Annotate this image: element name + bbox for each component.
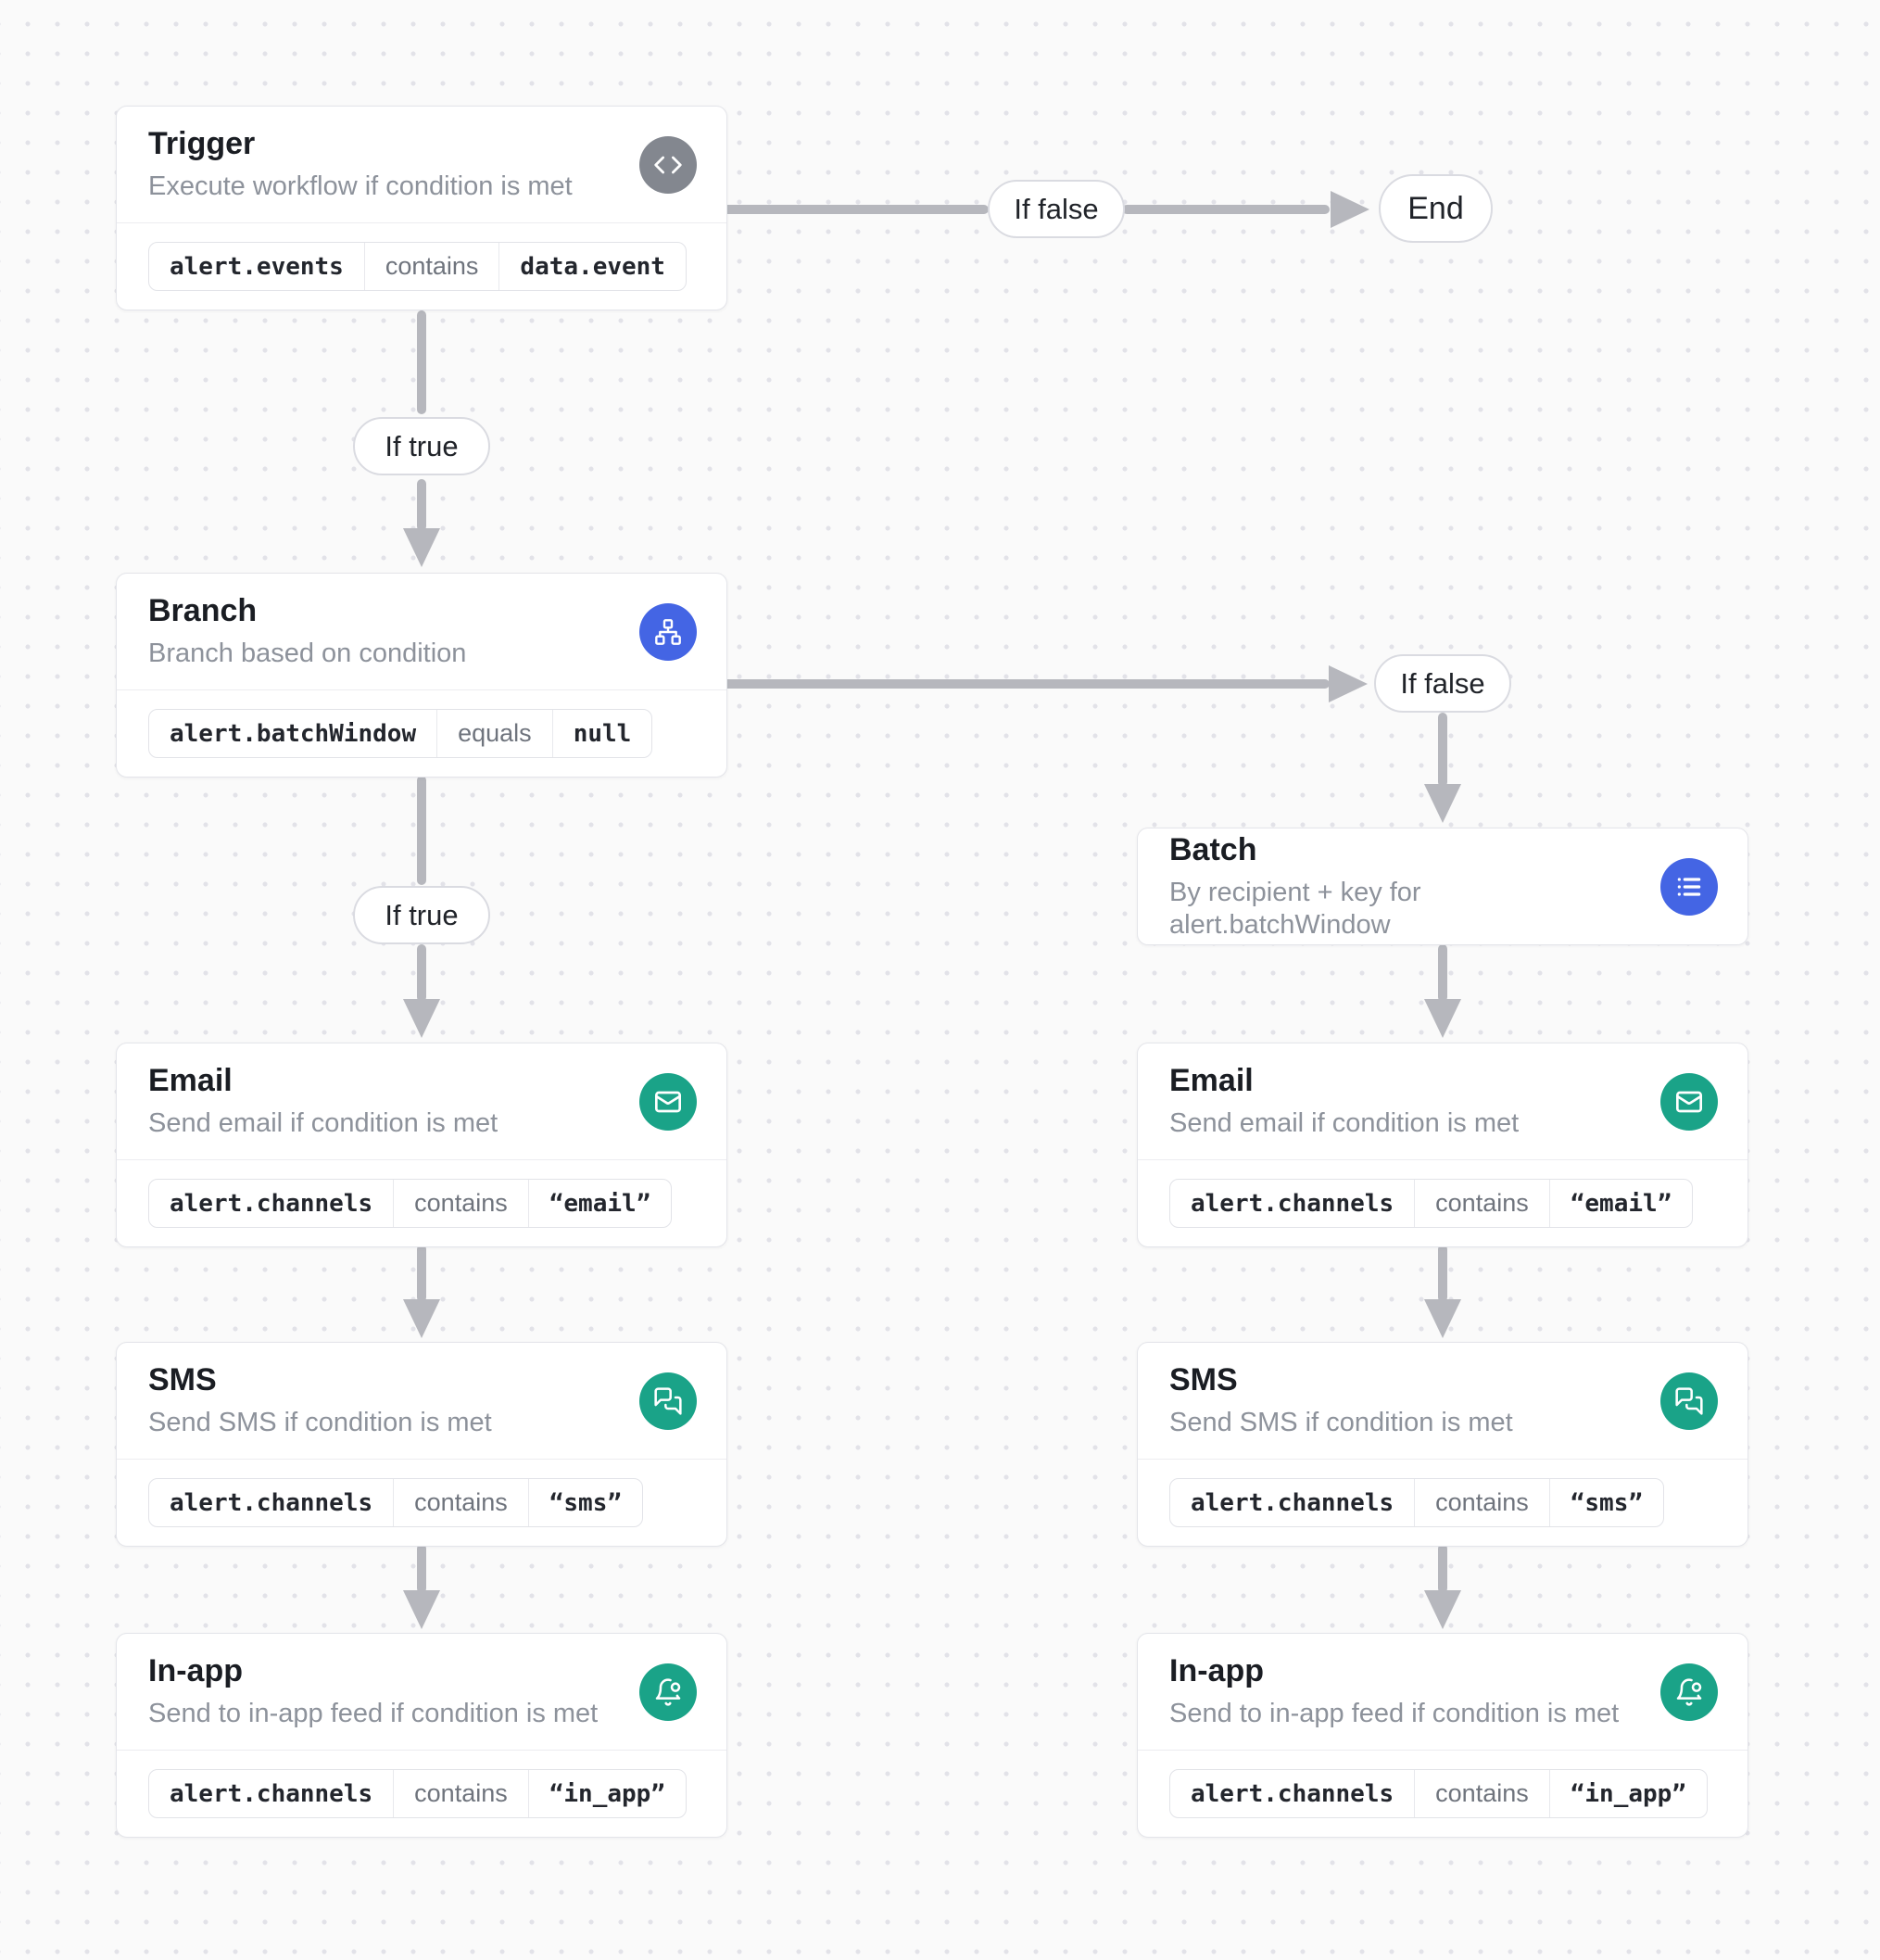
node-branch-header: Branch Branch based on condition [117,574,726,690]
node-in-app-header: In-app Send to in-app feed if condition … [1138,1634,1748,1751]
node-batch[interactable]: Batch By recipient + key for alert.batch… [1137,828,1748,945]
node-subtitle: Send SMS if condition is met [148,1408,492,1438]
node-in-app-text: In-app Send to in-app feed if condition … [1169,1653,1619,1730]
node-subtitle: Branch based on condition [148,639,467,669]
node-sms-text: SMS Send SMS if condition is met [148,1362,492,1439]
node-trigger-header: Trigger Execute workflow if condition is… [117,107,726,223]
node-email-right[interactable]: Email Send email if condition is met ale… [1137,1043,1748,1247]
node-subtitle: By recipient + key for alert.batchWindow [1169,877,1421,940]
condition-field: alert.channels [1191,1488,1394,1517]
sms-icon [1660,1372,1718,1430]
mail-icon [1660,1072,1718,1131]
condition-field: alert.batchWindow [170,719,417,748]
end-node: End [1379,174,1493,243]
node-subtitle: Send to in-app feed if condition is met [148,1699,599,1729]
condition-field: alert.channels [170,1189,373,1218]
node-email-header: Email Send email if condition is met [1138,1043,1748,1160]
condition-field: alert.channels [170,1779,373,1808]
node-email-header: Email Send email if condition is met [117,1043,726,1160]
edge-label-if-false-branch: If false [1374,654,1511,713]
node-batch-header: Batch By recipient + key for alert.batch… [1138,828,1748,944]
node-subtitle: Send email if condition is met [148,1108,498,1139]
branch-icon [639,602,697,661]
edge-label-if-false-top: If false [988,180,1125,238]
node-in-app-condition-row: alert.channels contains “in_app” [117,1751,726,1837]
condition-value: data.event [520,252,665,281]
node-sms-left[interactable]: SMS Send SMS if condition is met alert.c… [116,1342,727,1547]
node-branch-condition-row: alert.batchWindow equals null [117,690,726,777]
bell-dot-icon [639,1663,697,1721]
node-in-app-condition-row: alert.channels contains “in_app” [1138,1751,1748,1837]
condition-operator: contains [363,243,500,290]
node-title: SMS [1169,1362,1238,1398]
node-batch-text: Batch By recipient + key for alert.batch… [1169,832,1638,942]
node-email-text: Email Send email if condition is met [1169,1063,1519,1140]
node-title: Branch [148,593,258,629]
node-trigger[interactable]: Trigger Execute workflow if condition is… [116,106,727,310]
condition-operator: contains [1414,1479,1550,1526]
condition-operator: contains [1414,1180,1550,1227]
node-title: SMS [148,1362,217,1398]
condition-chip: alert.events contains data.event [148,242,687,291]
list-icon [1660,857,1718,916]
condition-operator: contains [393,1479,529,1526]
condition-operator: contains [393,1770,529,1817]
condition-value: “in_app” [549,1779,665,1808]
node-subtitle: Send SMS if condition is met [1169,1408,1513,1438]
code-icon [639,135,697,194]
condition-field: alert.channels [1191,1779,1394,1808]
mail-icon [639,1072,697,1131]
sms-icon [639,1372,697,1430]
node-title: Batch [1169,831,1257,867]
node-in-app-header: In-app Send to in-app feed if condition … [117,1634,726,1751]
condition-value: “in_app” [1570,1779,1686,1808]
condition-field: alert.channels [1191,1189,1394,1218]
condition-chip: alert.batchWindow equals null [148,709,653,758]
edge-label-if-true-top: If true [353,417,490,475]
condition-chip: alert.channels contains “in_app” [148,1769,687,1818]
condition-operator: contains [393,1180,529,1227]
node-email-condition-row: alert.channels contains “email” [117,1160,726,1246]
node-sms-right[interactable]: SMS Send SMS if condition is met alert.c… [1137,1342,1748,1547]
node-title: Email [148,1063,233,1099]
node-sms-header: SMS Send SMS if condition is met [117,1343,726,1460]
condition-operator: equals [436,710,553,757]
node-subtitle: Send email if condition is met [1169,1108,1520,1139]
node-sms-header: SMS Send SMS if condition is met [1138,1343,1748,1460]
node-email-text: Email Send email if condition is met [148,1063,498,1140]
node-email-left[interactable]: Email Send email if condition is met ale… [116,1043,727,1247]
condition-value: “sms” [1570,1488,1644,1517]
node-title: Email [1169,1063,1254,1099]
node-in-app-left[interactable]: In-app Send to in-app feed if condition … [116,1633,727,1838]
condition-field: alert.events [170,252,344,281]
condition-value: “sms” [549,1488,623,1517]
node-title: Trigger [148,126,256,162]
condition-chip: alert.channels contains “sms” [148,1478,644,1527]
condition-operator: contains [1414,1770,1550,1817]
node-trigger-condition-row: alert.events contains data.event [117,223,726,310]
node-subtitle: Send to in-app feed if condition is met [1169,1699,1620,1729]
node-in-app-text: In-app Send to in-app feed if condition … [148,1653,598,1730]
condition-value: null [573,719,632,748]
condition-chip: alert.channels contains “in_app” [1169,1769,1708,1818]
node-branch-text: Branch Branch based on condition [148,593,466,670]
condition-chip: alert.channels contains “email” [148,1179,673,1228]
node-trigger-text: Trigger Execute workflow if condition is… [148,126,573,203]
node-subtitle: Execute workflow if condition is met [148,171,573,202]
bell-dot-icon [1660,1663,1718,1721]
condition-chip: alert.channels contains “sms” [1169,1478,1665,1527]
node-branch[interactable]: Branch Branch based on condition alert.b… [116,573,727,778]
condition-chip: alert.channels contains “email” [1169,1179,1694,1228]
edge-label-if-true-branch: If true [353,886,490,944]
node-sms-text: SMS Send SMS if condition is met [1169,1362,1513,1439]
node-sms-condition-row: alert.channels contains “sms” [1138,1460,1748,1546]
node-sms-condition-row: alert.channels contains “sms” [117,1460,726,1546]
condition-field: alert.channels [170,1488,373,1517]
node-title: In-app [148,1653,243,1689]
node-title: In-app [1169,1653,1264,1689]
condition-value: “email” [549,1189,651,1218]
node-email-condition-row: alert.channels contains “email” [1138,1160,1748,1246]
node-in-app-right[interactable]: In-app Send to in-app feed if condition … [1137,1633,1748,1838]
condition-value: “email” [1570,1189,1672,1218]
